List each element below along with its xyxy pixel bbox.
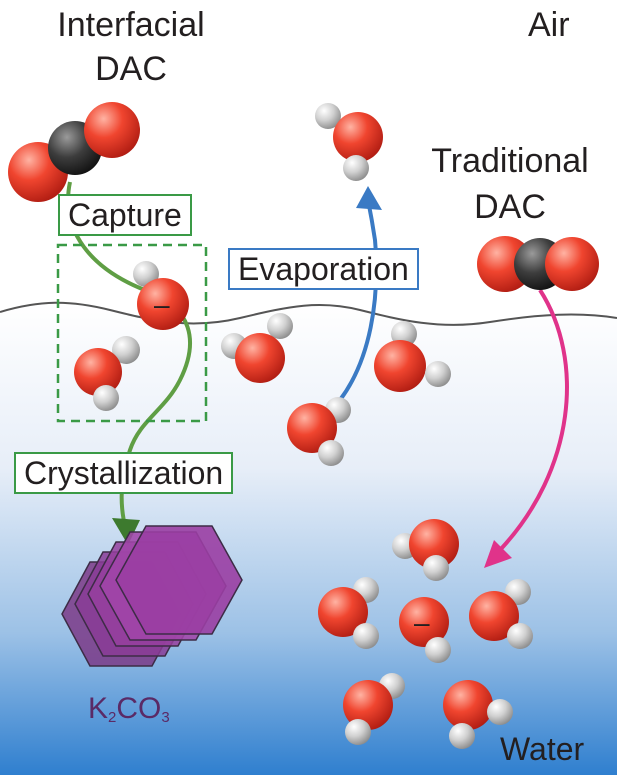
capture-label-box: Capture [58,194,192,236]
water-molecule-interface-1 [221,313,293,383]
k2co3-label: K2CO3 [88,690,170,737]
interfacial-label-line1: Interfacial [57,6,205,44]
k2co3-co: CO [116,692,162,725]
hydroxide-ion-interface [133,261,189,330]
anion-charge-interface: – [154,289,170,320]
water-molecule-evaporated [315,103,383,181]
k2co3-sub3: 3 [161,709,170,726]
water-molecule-evaporating [287,397,351,466]
interfacial-dac-title: Interfacial DAC [36,6,226,88]
anion-charge-bulk: – [414,607,430,638]
water-molecule-capture-box [74,336,140,411]
traditional-label-line1: Traditional [431,142,589,180]
water-molecule-interface-2 [374,321,451,392]
crystallization-label-box: Crystallization [14,452,234,494]
traditional-dac-arrowhead [484,540,512,568]
traditional-dac-arrow [498,288,569,552]
k2co3-crystal-stack [61,525,243,667]
water-label: Water [500,731,585,767]
evaporation-arrowhead [356,186,382,210]
capture-dashed-box [56,243,208,423]
k2co3-k: K [88,692,109,725]
water-molecule-bulk-2 [318,577,379,649]
traditional-label-line2: DAC [474,188,546,226]
water-molecule-bulk-5 [443,680,513,749]
interfacial-label-line2: DAC [95,50,167,88]
hydroxide-ion-bulk [399,597,451,663]
k2co3-sub2: 2 [108,709,117,726]
co2-molecule-interfacial [8,102,140,202]
evaporation-label-box: Evaporation [228,248,419,290]
water-molecule-bulk-1 [392,519,459,581]
water-molecule-bulk-4 [343,673,405,745]
crystallization-arrowhead [112,518,140,545]
water-molecule-bulk-3 [469,579,533,649]
traditional-dac-title: Traditional DAC [410,142,610,226]
air-water-interface-line [0,301,617,326]
co2-molecule-traditional [477,236,599,292]
air-label: Air [528,6,570,44]
